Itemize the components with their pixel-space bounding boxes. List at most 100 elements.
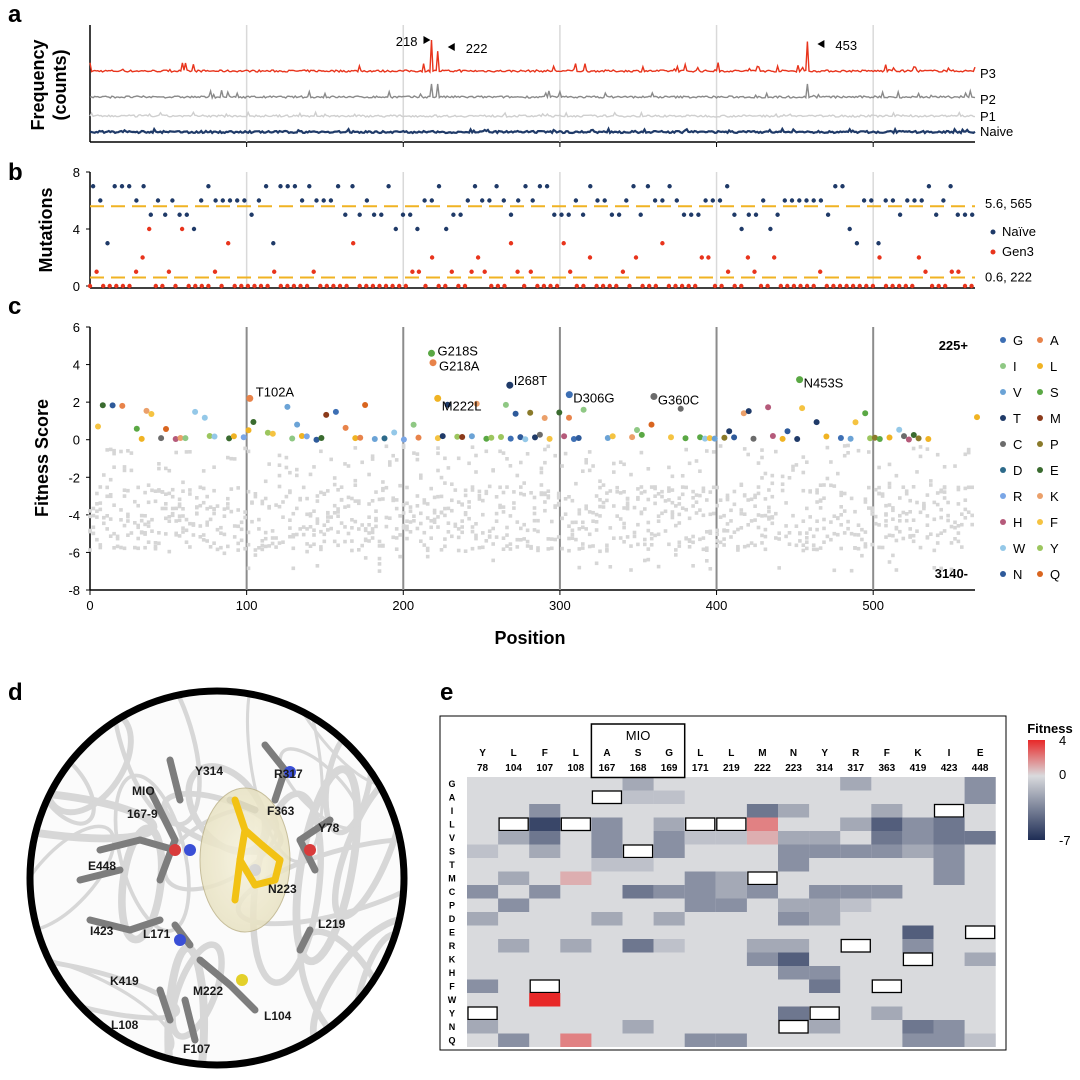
panel-b-dot-gen3 [620,269,626,274]
panel-c-point-deleterious [922,506,926,511]
panel-b-dot-gen3 [140,255,145,260]
panel-c-ytick-label: -4 [68,508,80,523]
panel-c-point-deleterious [911,485,916,489]
panel-c-point-deleterious [594,520,599,524]
panel-c-point-deleterious [315,494,320,498]
panel-c-ytick-label: 6 [73,320,80,335]
panel-c-count-top: 225+ [939,338,969,353]
panel-c-point-deleterious [343,539,347,544]
panel-c-point-beneficial [702,435,708,442]
panel-c-point-deleterious [829,483,833,488]
heatmap-cell [560,1033,592,1047]
heatmap-cell-wildtype [685,817,716,832]
heatmap-cell-wildtype [622,844,654,859]
panel-c-point-deleterious [774,536,778,540]
panel-c-point-deleterious [88,509,92,513]
heatmap-cell-wildtype [778,1019,809,1034]
panel-c-point-deleterious [494,519,499,523]
panel-b-dot-gen3 [423,283,428,289]
panel-c-point-deleterious [615,490,619,494]
heatmap-col-position: 223 [785,763,802,774]
panel-c-point-deleterious [887,481,892,486]
heatmap-cell [498,831,530,845]
panel-c-legend-label-g: G [1013,333,1023,348]
panel-b-dot-gen3 [147,226,152,232]
panel-c-point-deleterious [581,469,585,473]
panel-c-point-deleterious [618,491,623,495]
panel-c-point-deleterious [856,533,861,537]
panel-c-point-deleterious [787,476,792,480]
panel-c-point-deleterious [563,512,568,516]
panel-c-point-deleterious [336,514,340,518]
panel-c-point-deleterious [198,535,203,539]
panel-c-point-deleterious [126,512,130,517]
panel-c-legend-label-e: E [1050,463,1059,478]
panel-b-dot-naive [299,198,305,203]
panel-c-point-deleterious [643,507,647,511]
panel-c-point-deleterious [288,518,292,522]
panel-c-point-label: N453S [804,376,844,391]
panel-c-point-deleterious [598,498,602,502]
panel-c-point-deleterious [832,531,837,536]
panel-c-point-deleterious [808,515,812,519]
panel-c-point-deleterious [267,544,271,548]
heatmap-cell [622,885,654,899]
panel-c-point-deleterious [694,511,699,515]
panel-c-point-deleterious [901,510,906,515]
panel-c-point-deleterious [208,517,213,522]
panel-c-point-deleterious [425,502,430,506]
panel-c-point-deleterious [243,546,247,551]
panel-c-point-deleterious [108,493,113,497]
panel-c-point-deleterious [450,508,454,513]
panel-c-point-beneficial [240,434,247,441]
heatmap-cell [871,1006,903,1020]
panel-c-point-deleterious [949,567,954,572]
panel-c-point-deleterious [332,482,337,487]
panel-c-point-deleterious [432,517,437,522]
panel-b-dot-naive [199,198,204,203]
panel-c-point-deleterious [522,481,526,485]
panel-c-point-deleterious [736,527,740,532]
panel-c-point-deleterious [388,460,392,464]
panel-c-point-deleterious [770,515,775,519]
panel-b-dot-gen3 [739,283,744,289]
heatmap-cell [871,885,903,899]
panel-c-point-deleterious [208,505,213,509]
panel-b-dot-naive [645,184,651,189]
panel-c-point-deleterious [708,531,713,535]
panel-c-point-deleterious [584,527,588,531]
panel-c-point-deleterious [822,496,826,500]
panel-c-point-deleterious [122,465,127,469]
panel-c-point-deleterious [98,485,103,489]
panel-c-point-deleterious [164,506,168,511]
heatmap-row-label: E [449,927,455,937]
panel-c-point-deleterious [191,522,196,526]
panel-c-point-deleterious [484,489,489,494]
panel-b-dot-gen3 [94,269,99,274]
panel-c-point-deleterious [705,548,709,552]
panel-c-point-deleterious [102,473,106,477]
heatmap-cell-wildtype [467,1006,498,1021]
heatmap-cell [560,871,592,885]
panel-b-dot-gen3 [462,283,468,289]
panel-b-dot-gen3 [285,283,290,289]
panel-b-legend-marker-gen3 [990,249,996,255]
panel-c-point-deleterious [470,529,475,534]
panel-c-legend-marker-r [1000,493,1006,499]
heatmap-cell [622,858,654,872]
panel-c-legend-marker-i [1000,363,1006,369]
panel-c-point-deleterious [219,531,223,535]
panel-c-point-deleterious [705,498,709,502]
panel-c-point-deleterious [880,492,885,496]
panel-c-point-deleterious [608,565,613,569]
panel-c-point-deleterious [215,547,220,552]
panel-c-point-beneficial [507,435,514,442]
panel-b-dot-naive [602,198,607,203]
panel-c-point-deleterious [677,512,682,517]
panel-b-dot-naive [717,198,723,203]
panel-c-point-deleterious [391,498,395,503]
heatmap-col-position: 423 [941,763,958,774]
panel-b-dot-gen3 [962,283,968,289]
panel-c-legend-label-n: N [1013,567,1022,582]
panel-c-point-deleterious [915,529,919,533]
